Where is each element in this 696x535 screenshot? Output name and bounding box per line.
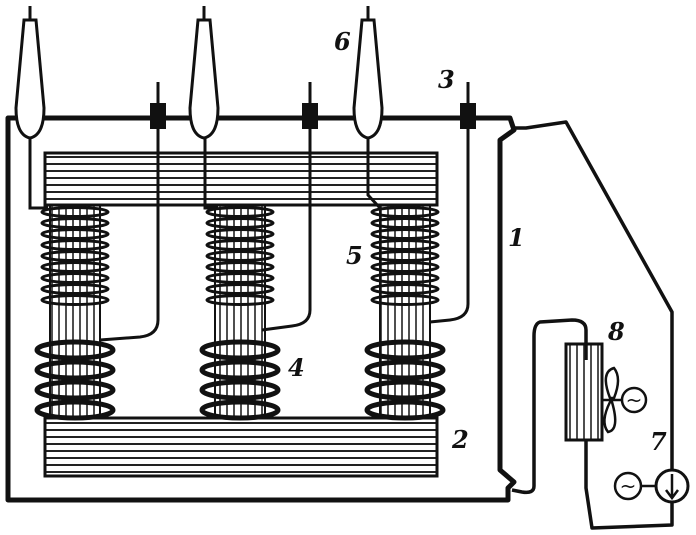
label-4: 4 (288, 353, 305, 382)
hv-winding-turn-left (40, 250, 110, 262)
hv-winding-turn-left (40, 261, 110, 273)
hv-winding-turn-left (40, 283, 110, 295)
lv-winding-turn-left (34, 399, 116, 421)
pump-motor: ~ (613, 471, 643, 501)
hv-bushing-b (188, 18, 220, 140)
lv-winding-turn-middle (199, 359, 281, 381)
lv-winding-turn-middle (199, 399, 281, 421)
label-3: 3 (438, 65, 455, 94)
fan-icon (602, 366, 622, 434)
lv-winding-turn-left (34, 359, 116, 381)
hv-winding-turn-left (40, 206, 110, 218)
hv-winding-turn-right (370, 228, 440, 240)
lv-bushing-c (460, 103, 476, 129)
label-8: 8 (607, 317, 625, 346)
lv-winding-turn-left (34, 379, 116, 401)
hv-bushing-c (352, 18, 384, 140)
lv-winding-turn-right (364, 359, 446, 381)
hv-winding-turn-middle (205, 283, 275, 295)
hv-winding-turn-middle (205, 272, 275, 284)
core-top-yoke (43, 151, 439, 207)
labels: 1 2 3 4 5 6 7 8 (288, 27, 667, 456)
hv-winding-turn-right (370, 250, 440, 262)
hv-winding-turn-right (370, 206, 440, 218)
label-2: 2 (451, 425, 469, 454)
lv-bushing-a (150, 103, 166, 129)
label-1: 1 (508, 223, 525, 252)
lv-winding-turn-middle (199, 339, 281, 361)
lv-winding-turn-left (34, 339, 116, 361)
lv-bushings (150, 82, 476, 129)
fan-motor: ~ (620, 386, 648, 414)
lv-bushing-b (302, 103, 318, 129)
hv-winding-turn-left (40, 239, 110, 251)
windings (34, 206, 446, 421)
hv-winding-turn-left (40, 272, 110, 284)
hv-winding-turn-left (40, 217, 110, 229)
hv-leads (28, 120, 382, 210)
hv-winding-turn-middle (205, 239, 275, 251)
hv-winding-turn-middle (205, 217, 275, 229)
hv-winding-turn-middle (205, 250, 275, 262)
heat-exchanger (564, 342, 604, 442)
lv-winding-turn-right (364, 399, 446, 421)
core-bottom-yoke (43, 416, 439, 478)
hv-bushing-a (14, 18, 46, 140)
label-7: 7 (650, 427, 667, 456)
hv-winding-turn-middle (205, 261, 275, 273)
hv-winding-turn-right (370, 294, 440, 306)
hv-winding-turn-middle (205, 228, 275, 240)
pump (642, 468, 690, 504)
hv-winding-turn-middle (205, 206, 275, 218)
hv-winding-turn-right (370, 261, 440, 273)
fan-motor-ac-symbol: ~ (626, 388, 643, 412)
transformer-core (43, 151, 439, 478)
hv-winding-turn-right (370, 217, 440, 229)
hv-winding-turn-left (40, 294, 110, 306)
lv-winding-turn-right (364, 339, 446, 361)
tank (5, 115, 517, 503)
hv-winding-turn-right (370, 239, 440, 251)
label-6: 6 (334, 27, 351, 56)
lv-winding-turn-middle (199, 379, 281, 401)
pump-motor-ac-symbol: ~ (620, 474, 637, 498)
hv-winding-turn-right (370, 283, 440, 295)
hv-winding-turn-right (370, 272, 440, 284)
hv-winding-turn-middle (205, 294, 275, 306)
hv-winding-turn-left (40, 228, 110, 240)
label-5: 5 (346, 241, 363, 270)
oil-pipe (511, 120, 674, 530)
lv-winding-turn-right (364, 379, 446, 401)
hv-bushings (14, 6, 384, 140)
lv-leads (99, 85, 470, 342)
